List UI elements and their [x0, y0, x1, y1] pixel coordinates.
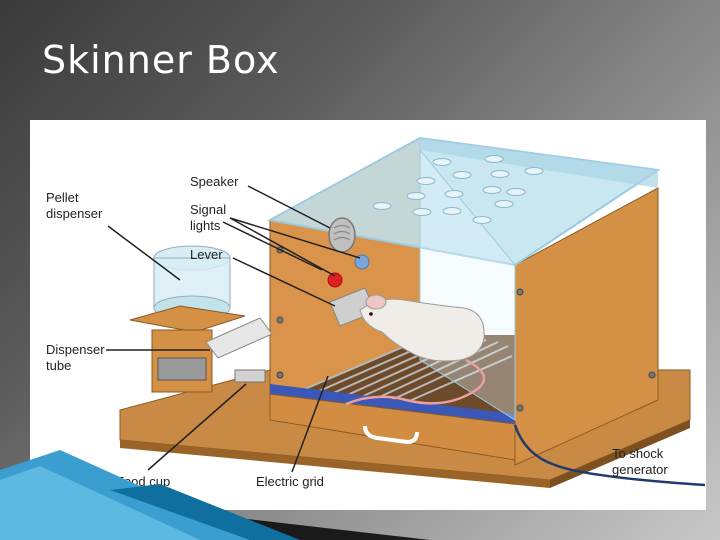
- label-signal-lights: Signal lights: [190, 202, 227, 233]
- label-to-shock-generator: To shock generator: [612, 446, 668, 477]
- dispenser-tube: [205, 317, 273, 359]
- speaker: [328, 217, 356, 253]
- label-lever: Lever: [190, 247, 223, 262]
- grid-rail: [270, 384, 515, 424]
- signal-light-blue: [354, 254, 370, 270]
- skinner-box-figure: Speaker Signal lights Lever Pellet dispe…: [30, 120, 706, 510]
- slide-title: Skinner Box: [42, 38, 280, 82]
- label-pellet-dispenser: Pellet dispenser: [46, 190, 103, 221]
- food-cup: [234, 369, 266, 383]
- drawer-handle: [363, 425, 419, 445]
- rat-illustration: [345, 294, 486, 406]
- glass-back: [420, 138, 658, 188]
- drawer-front: [269, 393, 516, 461]
- leader-lines: [106, 185, 361, 473]
- signal-light-red: [327, 272, 343, 288]
- skinner-box-illustration: [106, 136, 706, 488]
- label-dispenser-tube: Dispenser tube: [46, 342, 105, 373]
- decorative-swoosh: [0, 450, 430, 540]
- label-electric-grid: Electric grid: [256, 474, 324, 489]
- shock-cable: [513, 424, 706, 487]
- label-speaker: Speaker: [190, 174, 239, 189]
- air-holes: [372, 155, 544, 224]
